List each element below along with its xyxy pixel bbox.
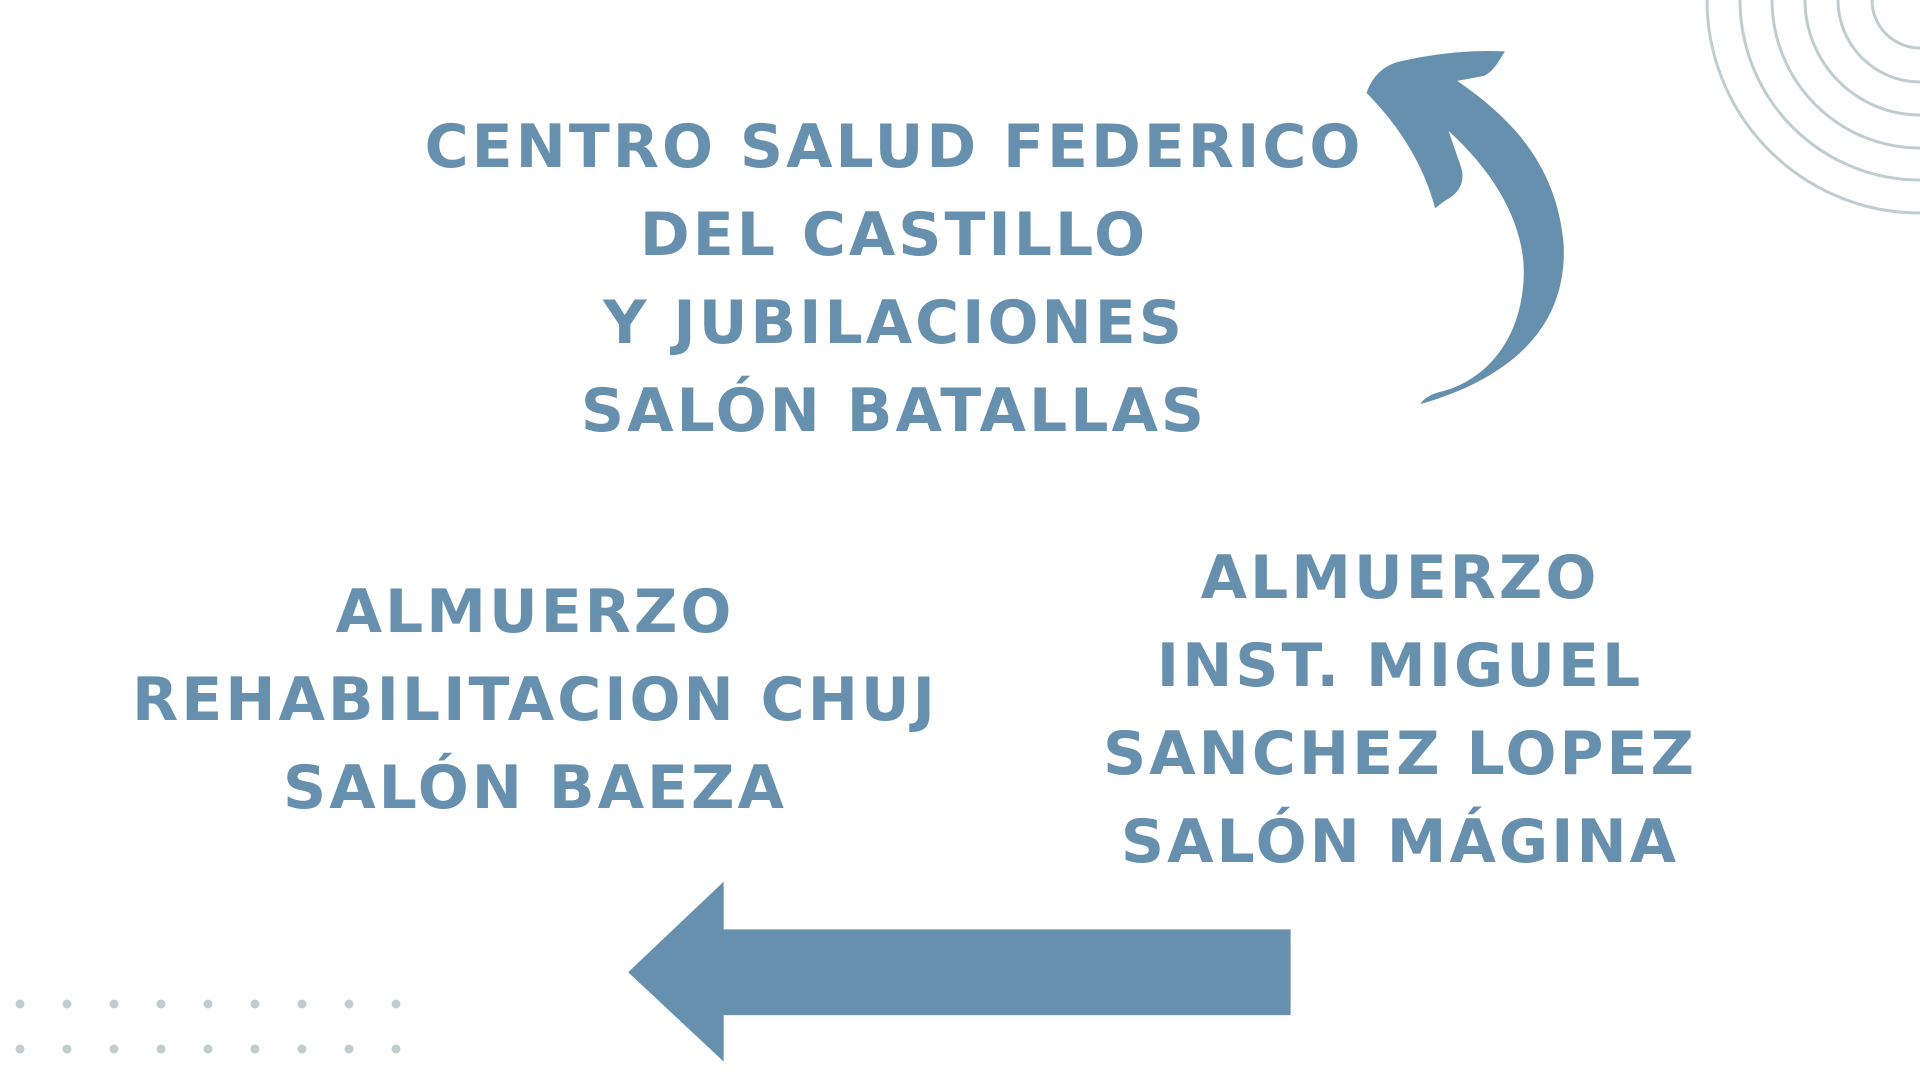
top-destination-text: CENTRO SALUD FEDERICO DEL CASTILLO Y JUB… [425, 103, 1364, 455]
dot [203, 999, 213, 1009]
dot [391, 999, 401, 1009]
left-destination-text: ALMUERZO REHABILITACION CHUJ SALÓN BAEZA [132, 568, 938, 832]
right-line-4: SALÓN MÁGINA [1120, 807, 1680, 877]
dot [203, 1044, 213, 1054]
right-line-2: INST. MIGUEL [1156, 631, 1644, 701]
dot [156, 999, 166, 1009]
curved-arrow-icon [1366, 50, 1564, 405]
top-line-1: CENTRO SALUD FEDERICO [424, 112, 1364, 182]
dot [15, 999, 25, 1009]
left-arrow-icon [628, 881, 1291, 1062]
dot [344, 999, 354, 1009]
left-line-1: ALMUERZO [335, 577, 735, 647]
top-line-3: Y JUBILACIONES [603, 288, 1185, 358]
dot [62, 1044, 72, 1054]
right-line-3: SANCHEZ LOPEZ [1102, 719, 1698, 789]
left-line-2: REHABILITACION CHUJ [132, 665, 938, 735]
top-line-4: SALÓN BATALLAS [580, 376, 1208, 446]
right-destination-text: ALMUERZO INST. MIGUEL SANCHEZ LOPEZ SALÓ… [1103, 534, 1697, 886]
dot [156, 1044, 166, 1054]
dot-grid-decoration [15, 999, 401, 1054]
left-line-3: SALÓN BAEZA [283, 753, 787, 823]
dot [62, 999, 72, 1009]
right-line-1: ALMUERZO [1200, 543, 1600, 613]
dot [344, 1044, 354, 1054]
dot [250, 1044, 260, 1054]
concentric-arcs-decoration [1705, 0, 1920, 215]
dot [109, 999, 119, 1009]
dot [391, 1044, 401, 1054]
dot [297, 999, 307, 1009]
dot [250, 999, 260, 1009]
dot [109, 1044, 119, 1054]
top-line-2: DEL CASTILLO [639, 200, 1149, 270]
dot [15, 1044, 25, 1054]
dot [297, 1044, 307, 1054]
